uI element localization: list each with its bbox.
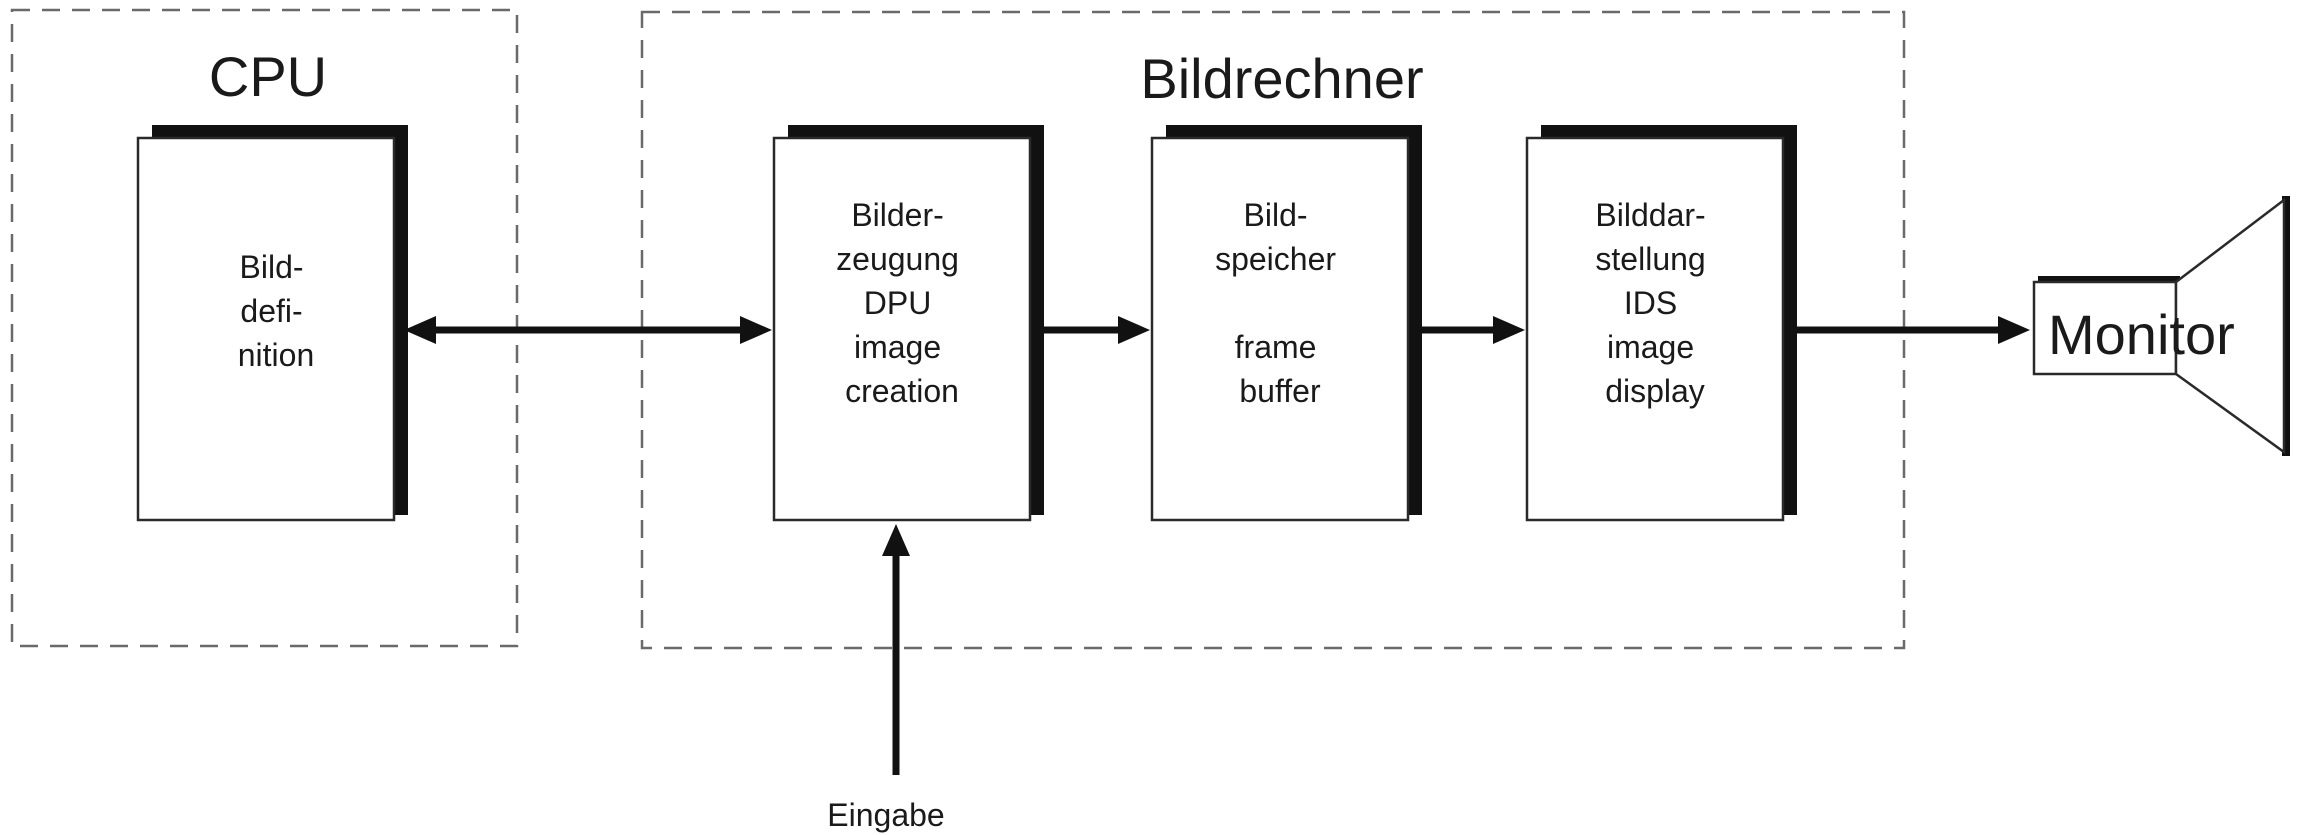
- block-bilderzeugung-line-1: Bilder-: [851, 197, 943, 233]
- arrow-display-monitor: [1797, 316, 2030, 344]
- monitor-icon: Monitor: [2032, 196, 2290, 456]
- arrow-buffer-display: [1422, 316, 1525, 344]
- monitor-label: Monitor: [2048, 303, 2235, 366]
- svg-text:Bild- speicher: Bild- speicher frame buffer: [1215, 197, 1345, 409]
- block-bilddarstellung-line-4: image: [1607, 329, 1694, 365]
- block-bild-definition-line-3: nition: [238, 337, 315, 373]
- block-bildspeicher-line-2: speicher: [1215, 241, 1336, 277]
- block-bildspeicher-line-4: frame: [1235, 329, 1317, 365]
- cpu-group-title: CPU: [209, 45, 327, 108]
- arrow-creation-buffer: [1044, 316, 1150, 344]
- svg-text:Bilder- zeugung DP: Bilder- zeugung DPU image creation: [836, 197, 968, 409]
- block-bilderzeugung-line-2: zeugung: [836, 241, 959, 277]
- bildrechner-group-boundary: [640, 10, 1906, 650]
- block-bilderzeugung-line-4: image: [854, 329, 941, 365]
- block-bildspeicher-line-5: buffer: [1239, 373, 1321, 409]
- block-bilddarstellung-line-1: Bilddar-: [1595, 197, 1705, 233]
- block-bildspeicher: Bild- speicher frame buffer: [1150, 125, 1422, 522]
- block-bilddarstellung-line-2: stellung: [1595, 241, 1705, 277]
- block-bilddarstellung-line-3: IDS: [1624, 285, 1677, 321]
- eingabe-label: Eingabe: [827, 797, 944, 833]
- arrow-definition-creation: [404, 316, 772, 344]
- block-bildspeicher-line-1: Bild-: [1244, 197, 1308, 233]
- block-bilderzeugung-line-3: DPU: [864, 285, 932, 321]
- arrow-eingabe-creation: [882, 524, 910, 775]
- block-bilderzeugung: Bilder- zeugung DPU image creation: [772, 125, 1044, 522]
- svg-text:Bild- defi- nition: Bild- defi- nition: [238, 249, 315, 373]
- block-bilddarstellung-line-5: display: [1605, 373, 1705, 409]
- block-bilderzeugung-line-5: creation: [845, 373, 959, 409]
- block-bild-definition-line-1: Bild-: [240, 249, 304, 285]
- block-bild-definition-line-2: defi-: [240, 293, 302, 329]
- block-bilddarstellung: Bilddar- stellung IDS image display: [1525, 125, 1797, 522]
- bildrechner-group-title: Bildrechner: [1140, 47, 1423, 110]
- block-bild-definition: Bild- defi- nition: [136, 125, 408, 522]
- svg-text:Bilddar- stellung: Bilddar- stellung IDS image display: [1595, 197, 1714, 409]
